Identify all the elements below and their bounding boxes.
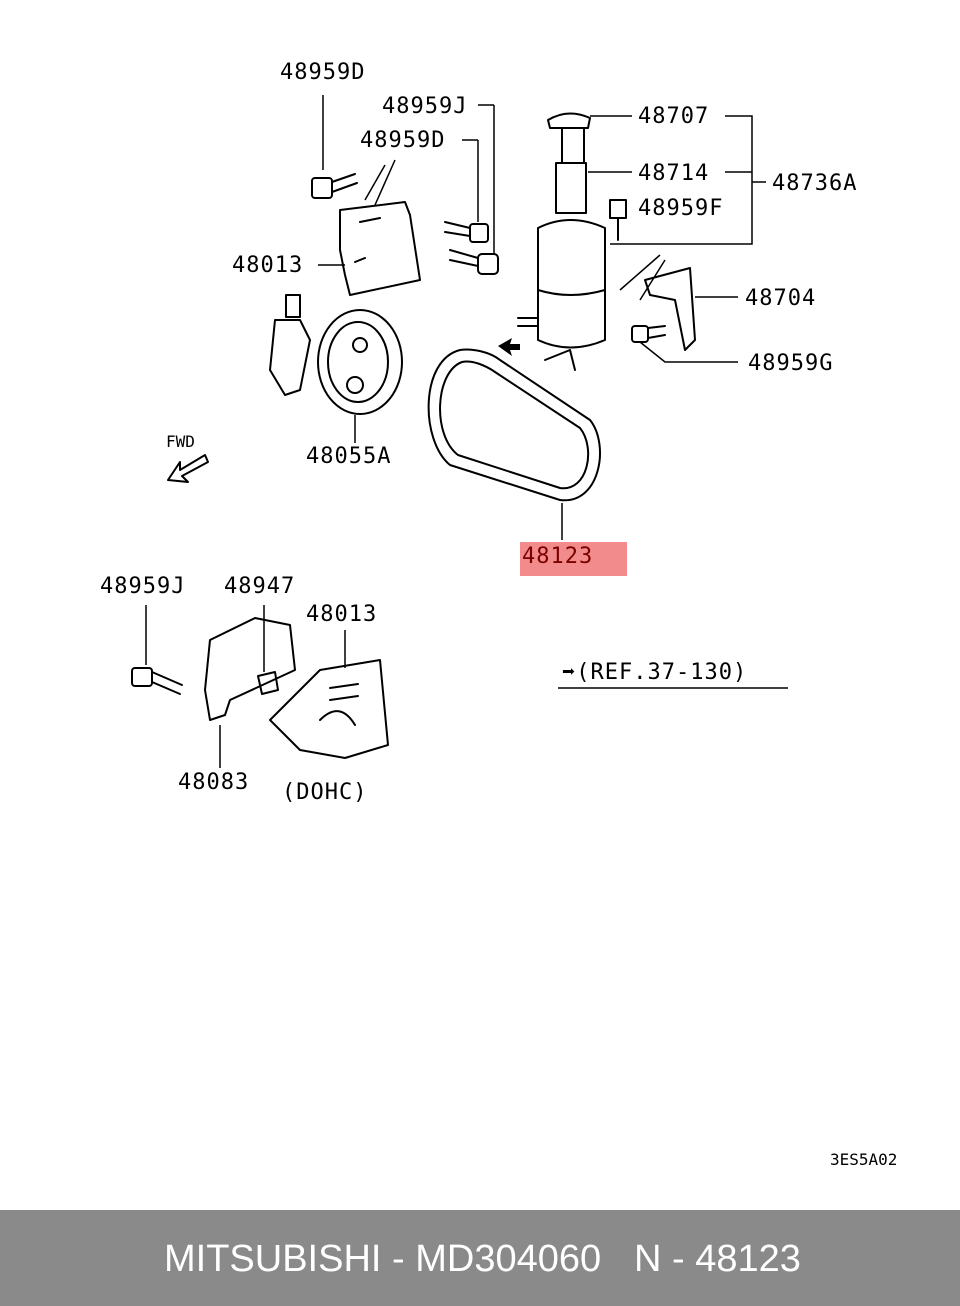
parts-diagram: 48959D 48959J 48959D 48013 48707 48714 4… [100, 60, 898, 1169]
pump-48055A [269, 294, 403, 443]
reservoir-48736A [517, 112, 766, 371]
belt-48123 [427, 338, 601, 540]
bracket-48013-top [318, 159, 421, 296]
label-48707: 48707 [638, 104, 710, 129]
bolt-48959J-bottom [131, 605, 183, 695]
label-48959G: 48959G [748, 351, 834, 376]
label-diagram-code: 3ES5A02 [830, 1150, 898, 1169]
label-48123-highlighted: 48123 [520, 542, 628, 576]
bracket-48704 [619, 254, 738, 363]
label-48959F: 48959F [638, 196, 724, 221]
bracket-48013-bottom [269, 630, 389, 759]
label-48013-top: 48013 [232, 253, 304, 278]
bolt-48959D-top [311, 95, 358, 199]
label-48736A: 48736A [772, 171, 858, 196]
label-48959D-top: 48959D [280, 60, 366, 85]
label-48714: 48714 [638, 161, 710, 186]
label-48947: 48947 [224, 574, 296, 599]
label-48959J-top: 48959J [382, 94, 468, 119]
bracket-48083 [204, 605, 296, 768]
fwd-arrow [167, 454, 209, 483]
label-48013-bottom: 48013 [306, 602, 378, 627]
label-48959J-bottom: 48959J [100, 574, 186, 599]
label-dohc: (DOHC) [282, 780, 368, 805]
diagram-drawing [131, 95, 788, 768]
bolts-48959J-48959D [444, 104, 499, 275]
label-48083: 48083 [178, 770, 250, 795]
label-reference: ➡(REF.37-130) [562, 660, 748, 685]
label-48704: 48704 [745, 286, 817, 311]
footer-diagram-reference: N - 48123 [634, 1238, 801, 1280]
footer-brand-part-number: MITSUBISHI - MD304060 [164, 1238, 602, 1280]
label-fwd: FWD [166, 432, 195, 451]
label-48959D-mid: 48959D [360, 128, 446, 153]
footer-bar: MITSUBISHI - MD304060 N - 48123 [0, 1210, 960, 1306]
label-48055A: 48055A [306, 444, 392, 469]
